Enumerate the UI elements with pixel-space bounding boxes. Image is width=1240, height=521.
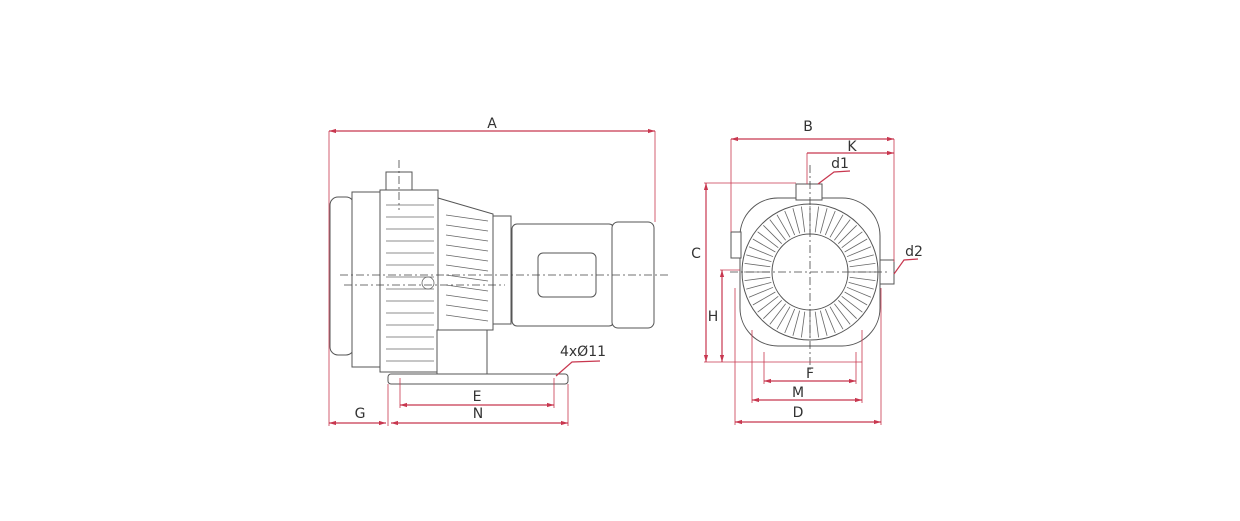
- cooling-fin: [769, 303, 786, 325]
- side-view: A E N G 4xØ11: [328, 116, 670, 426]
- cooling-fin: [814, 311, 820, 338]
- dimension-label-a: A: [487, 116, 497, 132]
- side-dimensions: [328, 128, 656, 426]
- cooling-fin: [792, 208, 801, 234]
- cooling-fin: [445, 214, 489, 222]
- base-plate: [387, 373, 569, 385]
- cooling-fin: [445, 314, 489, 322]
- cooling-fin: [445, 284, 489, 292]
- front-view: B K d1 d2 C H F M D: [691, 119, 923, 425]
- cooling-fin: [763, 300, 782, 319]
- cooling-fin: [814, 206, 820, 233]
- cooling-fin: [846, 246, 872, 258]
- cooling-fin: [838, 225, 857, 244]
- cooling-fin: [849, 262, 876, 268]
- dimension-label-c: C: [691, 246, 701, 262]
- cooling-fin: [834, 303, 851, 325]
- cooling-fin: [824, 308, 836, 334]
- cooling-fin: [834, 219, 851, 241]
- cooling-fin: [848, 254, 874, 263]
- cooling-fin: [445, 244, 489, 252]
- dimension-label-d: D: [793, 405, 804, 421]
- dimension-label-g: G: [355, 406, 366, 422]
- cooling-fin: [746, 254, 772, 263]
- cooling-fin: [800, 206, 806, 233]
- cooling-fin: [849, 276, 876, 282]
- cooling-fin: [757, 296, 779, 313]
- cooling-fin: [748, 286, 774, 298]
- cooling-fin: [757, 231, 779, 248]
- cooling-fin: [776, 306, 791, 330]
- dimension-label-h: H: [708, 309, 719, 325]
- dimension-label-b: B: [803, 119, 813, 135]
- dimension-label-e: E: [473, 389, 482, 405]
- cooling-fin: [744, 276, 771, 282]
- cooling-fin: [819, 310, 828, 336]
- dimension-label-k: K: [847, 139, 857, 155]
- pump-body-side: [329, 160, 670, 385]
- cooling-fin: [819, 208, 828, 234]
- cooling-fin: [829, 214, 844, 238]
- cooling-fin: [763, 225, 782, 244]
- cooling-fin: [824, 210, 836, 236]
- cooling-fin: [746, 281, 772, 290]
- dimension-label-m: M: [792, 385, 804, 401]
- front-dimensions: [703, 136, 919, 425]
- cooling-fin: [792, 310, 801, 336]
- cooling-fin: [752, 238, 776, 253]
- port-label-d1: d1: [831, 156, 849, 172]
- inlet-d1: [795, 183, 823, 201]
- port-label-d2: d2: [905, 244, 923, 260]
- pump-body-front: [730, 165, 895, 372]
- cooling-fin: [445, 274, 489, 282]
- cooling-fin: [844, 238, 868, 253]
- cooling-fin: [848, 281, 874, 290]
- cooling-fin: [776, 214, 791, 238]
- mounting-holes-label: 4xØ11: [560, 344, 606, 360]
- cooling-fin: [841, 296, 863, 313]
- cooling-fin: [445, 264, 489, 272]
- cooling-fin: [829, 306, 844, 330]
- cooling-fin: [769, 219, 786, 241]
- cooling-fin: [752, 291, 776, 306]
- cooling-fin: [445, 294, 489, 302]
- cooling-fin: [744, 262, 771, 268]
- cooling-fin: [846, 286, 872, 298]
- cooling-fin: [841, 231, 863, 248]
- cooling-fin: [445, 254, 489, 262]
- cooling-fin: [748, 246, 774, 258]
- cooling-fin: [784, 210, 796, 236]
- dimension-label-n: N: [473, 406, 483, 422]
- cooling-fin: [844, 291, 868, 306]
- cooling-fin: [445, 304, 489, 312]
- cooling-fin: [445, 234, 489, 242]
- dimension-label-f: F: [806, 366, 814, 382]
- cooling-fin: [800, 311, 806, 338]
- cooling-fin: [838, 300, 857, 319]
- cooling-fin: [445, 224, 489, 232]
- cooling-fin: [784, 308, 796, 334]
